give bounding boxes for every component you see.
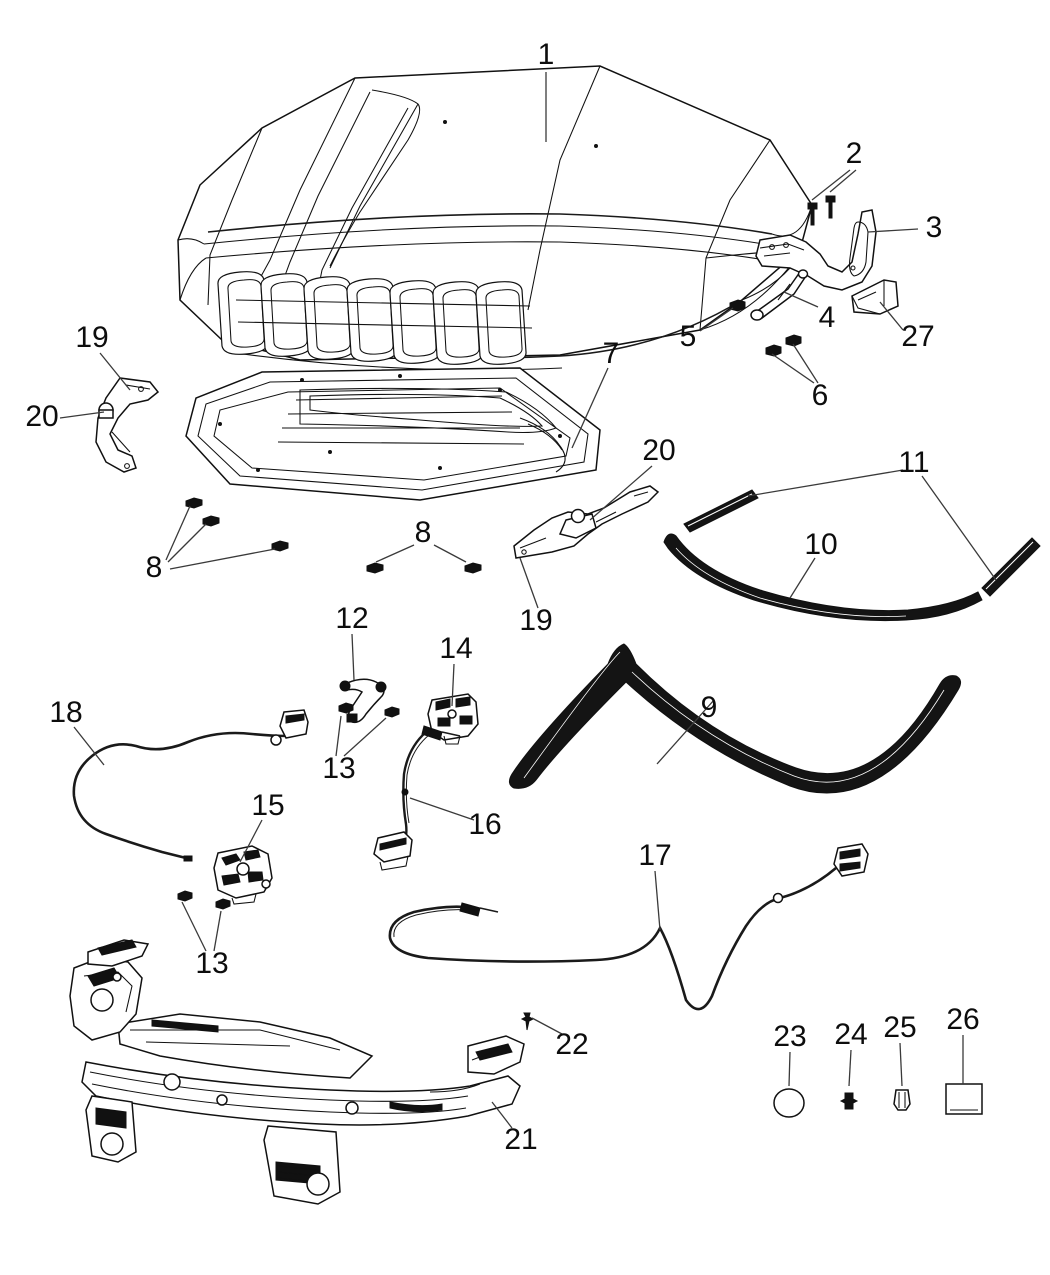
latch-to-latch-cable (373, 725, 461, 871)
push-pin (839, 1092, 859, 1110)
hood-latch (213, 845, 273, 905)
callout-7: 7 (603, 337, 620, 370)
callout-15: 15 (251, 789, 284, 822)
callout-20-b: 20 (642, 434, 675, 467)
hood-panel (177, 65, 813, 371)
hood-insulation-pad (185, 367, 601, 501)
callout-26: 26 (946, 1003, 979, 1036)
callout-8-a: 8 (146, 551, 163, 584)
callout-2: 2 (846, 137, 863, 170)
gas-strut (750, 269, 809, 321)
support-clip (520, 1012, 535, 1031)
callout-19-b: 19 (519, 604, 552, 637)
hinge-pivot-bushing-right (558, 508, 597, 539)
hood-side-seal (683, 489, 1041, 597)
hood-release-cable-long (388, 843, 869, 1011)
callout-14: 14 (439, 632, 472, 665)
callout-24: 24 (834, 1018, 867, 1051)
radiator-support-crossmember (69, 939, 525, 1205)
insulation-retainer-clip (185, 497, 482, 574)
callout-8-b: 8 (415, 516, 432, 549)
callout-16: 16 (468, 808, 501, 841)
hinge-cover (851, 279, 899, 315)
callout-18: 18 (49, 696, 82, 729)
hood-hinge-bracket (755, 209, 877, 291)
callout-4: 4 (819, 301, 836, 334)
cowl-seal (508, 643, 962, 794)
callout-25: 25 (883, 1011, 916, 1044)
strut-nut (729, 299, 746, 312)
callout-1: 1 (538, 38, 555, 71)
callout-20-a: 20 (25, 400, 58, 433)
callout-9: 9 (701, 691, 718, 724)
callout-5: 5 (680, 320, 697, 353)
grommet (773, 1088, 805, 1118)
hood-front-seal (663, 533, 983, 622)
callout-12: 12 (335, 602, 368, 635)
callout-6: 6 (812, 379, 829, 412)
hood-hinge-left (95, 377, 160, 473)
callout-21: 21 (504, 1123, 537, 1156)
latch-screw (177, 702, 400, 910)
hinge-bolt (807, 195, 836, 226)
callout-22: 22 (555, 1028, 588, 1061)
hood-release-cable-front (72, 709, 309, 862)
callout-23: 23 (773, 1020, 806, 1053)
hinge-pivot-bushing-left (98, 402, 114, 419)
information-label (945, 1083, 983, 1115)
callout-10: 10 (804, 528, 837, 561)
callout-leader-lines (59, 72, 997, 1129)
bumper-stop (893, 1089, 911, 1111)
callout-17: 17 (638, 839, 671, 872)
callout-27: 27 (901, 320, 934, 353)
callout-19-a: 19 (75, 321, 108, 354)
secondary-latch (427, 693, 479, 745)
hood-grille-slots (217, 271, 533, 365)
callout-3: 3 (926, 211, 943, 244)
hinge-nut (765, 334, 802, 357)
callout-13-b: 13 (195, 947, 228, 980)
callout-labels: 1 2 3 4 5 6 7 8 8 9 10 11 12 13 13 14 15… (25, 38, 979, 1156)
callout-13-a: 13 (322, 752, 355, 785)
hood-latch-striker (339, 678, 387, 724)
callout-11: 11 (898, 446, 929, 479)
